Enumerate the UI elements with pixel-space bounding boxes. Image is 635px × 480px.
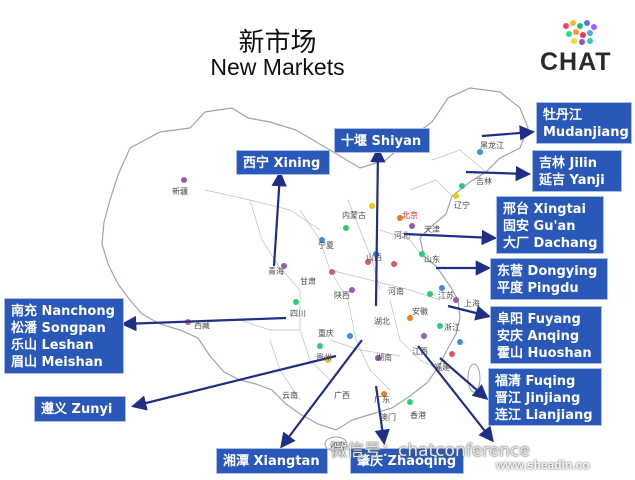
market-line: 东营 Dongying <box>497 264 598 279</box>
market-line: 南充 Nanchong <box>11 304 115 319</box>
arrow-extra <box>417 345 494 443</box>
arrow-zunyi <box>131 354 337 411</box>
market-box-zhaoqing: 肇庆 Zhaoqing <box>350 448 464 474</box>
arrow-fuqing <box>439 357 489 401</box>
market-line: 霍山 Huoshan <box>497 346 592 361</box>
chat-logo: CHAT <box>536 18 618 76</box>
map-label: 北京 <box>402 211 418 220</box>
arrow-fuyang <box>447 304 491 321</box>
arrow-jilin <box>465 165 532 182</box>
market-line: 阜阳 Fuyang <box>497 312 581 327</box>
market-line: 邢台 Xingtai <box>503 202 587 217</box>
map-label: 青海 <box>268 267 284 276</box>
market-line: 大厂 Dachang <box>503 236 598 251</box>
map-label: 四川 <box>290 309 306 318</box>
logo-text: CHAT <box>540 48 612 76</box>
map-label: 上海 <box>464 299 480 308</box>
market-line: 湘潭 Xiangtan <box>223 454 320 469</box>
market-box-jilin: 吉林 Jilin 延吉 Yanji <box>532 150 622 192</box>
map-label: 湖南 <box>376 353 392 362</box>
map-label: 吉林 <box>476 177 492 186</box>
market-line: 乐山 Leshan <box>11 338 94 353</box>
map-label: 云南 <box>282 391 298 400</box>
arrow-xiangtan <box>280 339 363 449</box>
arrow-mudanjiang <box>481 125 536 141</box>
map-label: 陕西 <box>334 291 350 300</box>
map-label: 湖北 <box>374 317 390 326</box>
arrow-zhaoqing <box>374 385 390 446</box>
market-box-xiangtan: 湘潭 Xiangtan <box>216 448 328 474</box>
arrow-xining <box>271 170 287 267</box>
market-box-dongying: 东营 Dongying 平度 Pingdu <box>490 258 608 300</box>
map-label: 海南 <box>330 441 346 450</box>
map-label: 香港 <box>410 411 426 420</box>
map-label: 福建 <box>434 363 450 372</box>
map-label: 广西 <box>334 391 350 400</box>
title-chinese: 新市场 <box>238 28 317 58</box>
market-line: 吉林 Jilin <box>539 156 597 171</box>
market-line: 肇庆 Zhaoqing <box>357 454 457 469</box>
logo-dots-icon <box>563 20 597 45</box>
market-line: 固安 Gu'an <box>503 219 576 234</box>
market-line: 安庆 Anqing <box>497 329 580 344</box>
watermark-site: www.sheadin.co <box>496 458 590 472</box>
market-line: 福清 Fuqing <box>495 374 576 389</box>
market-line: 晋江 Jinjiang <box>495 391 581 406</box>
market-box-fuyang: 阜阳 Fuyang 安庆 Anqing 霍山 Huoshan <box>490 306 602 364</box>
market-box-shiyan: 十堰 Shiyan <box>334 128 430 153</box>
title-english: New Markets <box>210 54 345 80</box>
map-label: 安徽 <box>412 307 428 316</box>
market-box-nanchong: 南充 Nanchong 松潘 Songpan 乐山 Leshan 眉山 Meis… <box>4 298 124 374</box>
market-box-xingtai: 邢台 Xingtai 固安 Gu'an 大厂 Dachang <box>496 196 604 254</box>
hainan-shape <box>324 436 348 452</box>
arrow-shiyan <box>370 146 386 307</box>
map-label: 山东 <box>424 255 440 264</box>
arrow-xingtai <box>403 229 498 246</box>
map-label: 宁夏 <box>318 241 334 250</box>
market-box-mudanjiang: 牡丹江 Mudanjiang <box>536 102 632 144</box>
map-label: 重庆 <box>318 329 334 338</box>
market-line: 延吉 Yanji <box>539 173 605 188</box>
map-label: 山西 <box>366 253 382 262</box>
market-line: 西宁 Xining <box>243 156 321 171</box>
map-label: 河南 <box>388 287 404 296</box>
map-label: 甘肃 <box>300 277 316 286</box>
map-label: 辽宁 <box>454 201 470 210</box>
china-outline <box>101 87 529 431</box>
map-label: 浙江 <box>444 323 460 332</box>
market-box-xining: 西宁 Xining <box>236 150 330 175</box>
map-label: 内蒙古 <box>342 211 366 220</box>
map-label: 河北 <box>394 231 410 240</box>
map-label: 贵州 <box>316 353 332 362</box>
market-line: 平度 Pingdu <box>497 281 579 296</box>
map-label: 黑龙江 <box>480 141 504 150</box>
market-line: 松潘 Songpan <box>11 321 106 336</box>
market-box-zunyi: 遵义 Zunyi <box>34 396 126 422</box>
map-label: 江西 <box>412 347 428 356</box>
map-label: 天津 <box>424 225 440 234</box>
market-line: 牡丹江 <box>543 108 583 123</box>
map-label: 澳门 <box>380 413 396 422</box>
market-line: 遵义 Zunyi <box>41 402 113 417</box>
arrow-nanchong <box>120 315 287 332</box>
map-label: 西藏 <box>194 321 210 330</box>
watermark-account: 微信号：chatconference <box>330 441 530 461</box>
market-box-fuqing: 福清 Fuqing 晋江 Jinjiang 连江 Lianjiang <box>488 368 602 426</box>
market-line: 十堰 Shiyan <box>341 134 422 149</box>
map-label: 江苏 <box>438 291 454 300</box>
market-line: 眉山 Meishan <box>11 355 103 370</box>
province-lines <box>204 149 487 401</box>
map-label: 广东 <box>374 395 390 404</box>
market-line: Mudanjiang <box>543 125 629 140</box>
arrows <box>120 125 536 449</box>
map-label: 新疆 <box>172 187 188 196</box>
market-line: 连江 Lianjiang <box>495 408 593 423</box>
